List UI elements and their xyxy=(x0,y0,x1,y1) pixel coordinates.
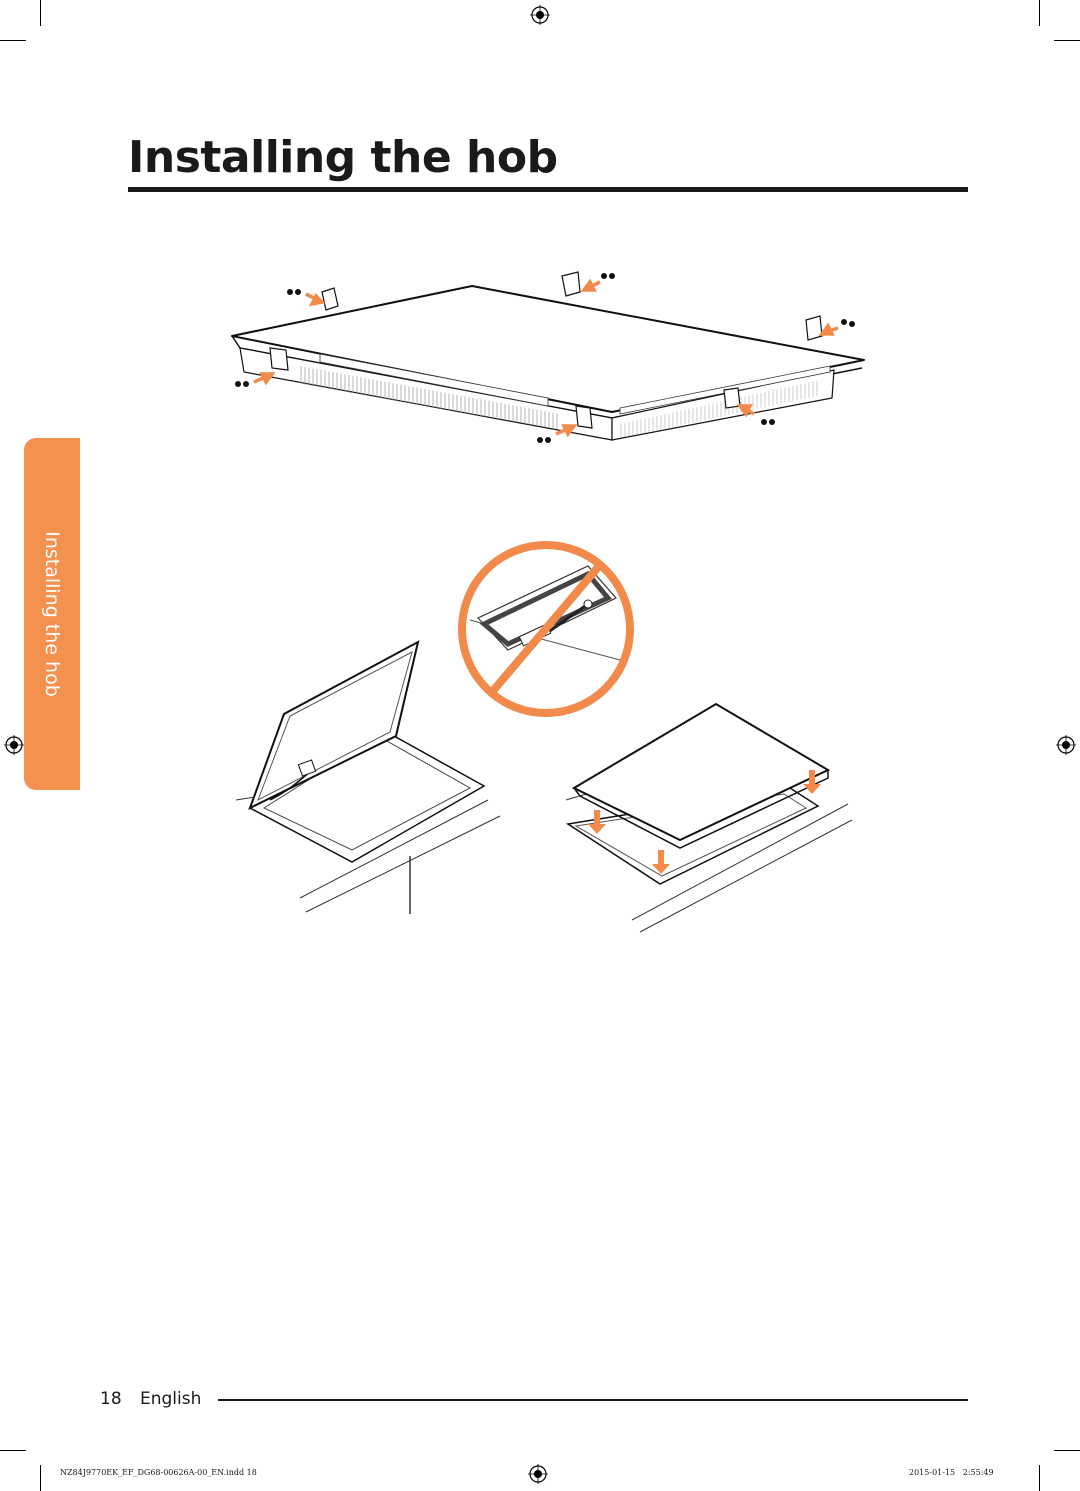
registration-mark-icon xyxy=(4,735,24,755)
crop-mark xyxy=(1039,1465,1040,1491)
print-file-info: NZ84J9770EK_EF_DG68-00626A-00_EN.indd 18 xyxy=(60,1468,257,1477)
section-side-tab: Installing the hob xyxy=(24,438,80,790)
crop-mark xyxy=(40,1465,41,1491)
hob-insertion-diagram xyxy=(565,702,853,933)
registration-mark-icon xyxy=(528,1464,548,1484)
crop-mark xyxy=(0,1450,26,1451)
crop-mark xyxy=(0,40,26,41)
sealing-tape-diagram xyxy=(235,640,501,914)
side-tab-label: Installing the hob xyxy=(41,531,63,697)
page-title: Installing the hob xyxy=(128,132,558,183)
page-number: 18 xyxy=(100,1389,122,1409)
hob-bracket-diagram xyxy=(231,271,865,443)
title-underline xyxy=(128,187,968,192)
crop-mark xyxy=(40,0,41,26)
crop-mark xyxy=(1054,40,1080,41)
registration-mark-icon xyxy=(530,5,550,25)
crop-mark xyxy=(1039,0,1040,26)
print-date-info: 2015-01-15 2:55:49 xyxy=(909,1468,994,1477)
footer-language: English xyxy=(140,1389,202,1409)
footer-rule xyxy=(218,1399,968,1401)
prohibited-sealing-diagram xyxy=(458,541,634,717)
crop-mark xyxy=(1054,1450,1080,1451)
no-sign-icon xyxy=(458,541,634,717)
registration-mark-icon xyxy=(1056,735,1076,755)
